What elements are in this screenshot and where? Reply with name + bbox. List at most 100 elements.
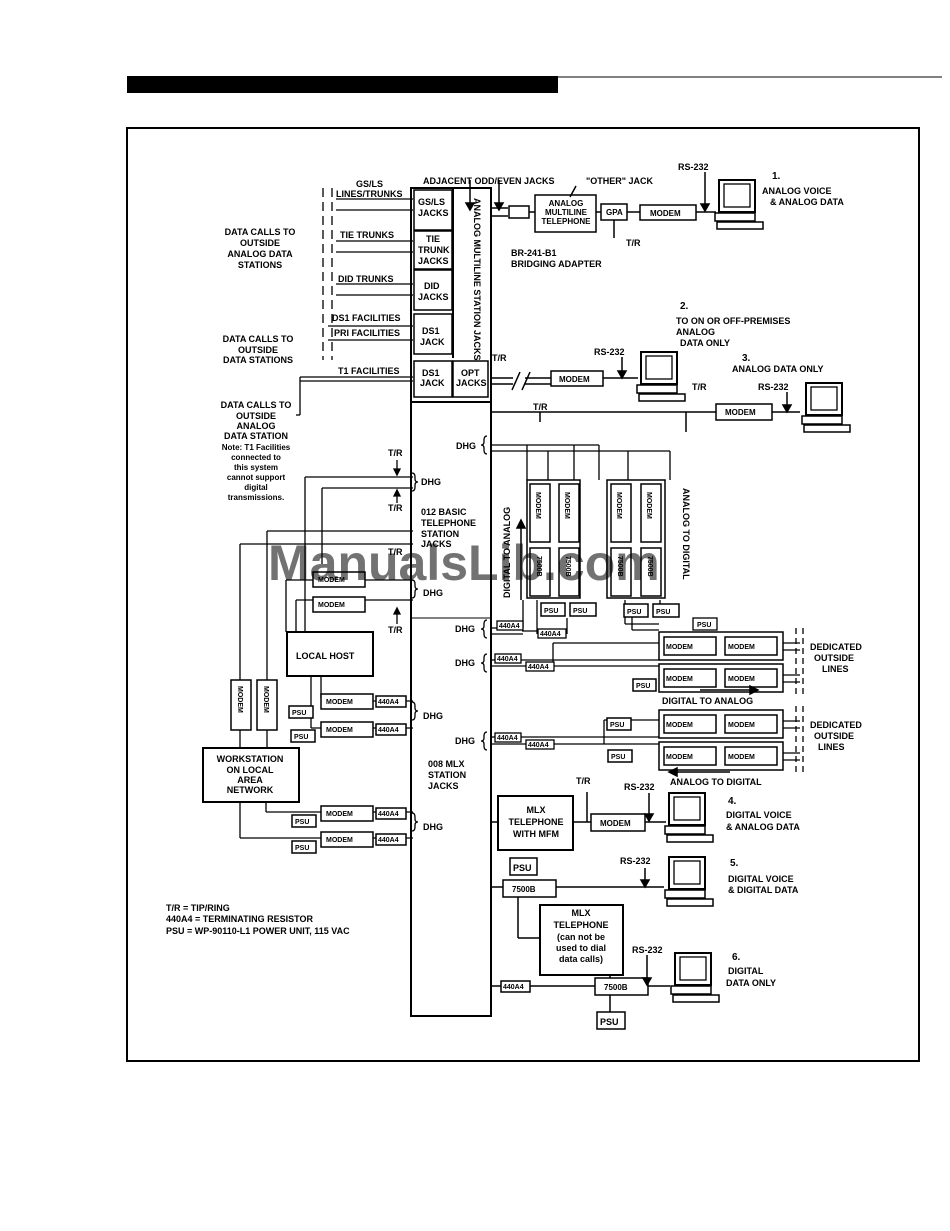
dedicated-modem-pairs <box>606 631 784 771</box>
tr-label-3: T/R <box>692 382 707 392</box>
lan-modem-scribble-6: MODEM <box>326 837 353 844</box>
arrows-top <box>464 172 793 414</box>
digital-to-analog-vertical: DIGITAL TO ANALOG <box>502 507 512 598</box>
modem-scribble-8: MODEM <box>728 754 755 761</box>
psu-pool-3: PSU <box>627 609 641 616</box>
tr-label-1: T/R <box>626 238 641 248</box>
mlx-connections <box>491 792 670 1030</box>
modem-label-2: MODEM <box>559 375 590 384</box>
lan-modem-scribble-1: MODEM <box>318 577 345 584</box>
analog-voice-data-connections <box>491 185 800 432</box>
dhg-6: DHG <box>423 588 443 598</box>
r440a4-5: 440A4 <box>497 735 518 742</box>
pc-5 <box>664 856 714 907</box>
t1-facilities-label: T1 FACILITIES <box>338 366 400 376</box>
tr-label-7: T/R <box>388 547 403 557</box>
psu-pool-4: PSU <box>656 609 670 616</box>
header-bar <box>127 76 558 93</box>
digital-to-analog-label: DIGITAL TO ANALOG <box>662 696 753 706</box>
dhg-3: DHG <box>455 658 475 668</box>
lan-r440a4-1: 440A4 <box>378 699 399 706</box>
case-6-number: 6. <box>732 952 741 963</box>
lan-psu-4: PSU <box>295 845 309 852</box>
7500b-vert-1: 7500B <box>535 556 542 577</box>
lan-psu-3: PSU <box>295 819 309 826</box>
dhg-4: DHG <box>455 736 475 746</box>
case-5-number: 5. <box>730 858 739 869</box>
psu-ded-3: PSU <box>611 754 625 761</box>
rs232-label-1: RS-232 <box>678 162 709 172</box>
modem-scribble-5: MODEM <box>666 722 693 729</box>
watermark: ManualsLib.com <box>268 535 660 591</box>
modem-pool-a2d <box>606 479 680 618</box>
modem-scribble-4: MODEM <box>728 676 755 683</box>
modem-pool-d2a <box>526 479 597 617</box>
gpa-label: GPA <box>606 208 623 217</box>
r440a4-3: 440A4 <box>497 656 518 663</box>
modem-vert-2: MODEM <box>563 492 570 519</box>
ds1-facilities-label: DS1 FACILITIES <box>332 313 401 323</box>
modem-scribble-1: MODEM <box>666 644 693 651</box>
psu-mlx-2: PSU <box>600 1017 619 1027</box>
modem-scribble-3: MODEM <box>666 676 693 683</box>
lan-modem-scribble-4: MODEM <box>326 727 353 734</box>
lan-modem-scribble-3: MODEM <box>326 699 353 706</box>
lan-boxes <box>202 571 407 854</box>
7500b-2: 7500B <box>604 983 628 992</box>
pc-6 <box>670 952 720 1003</box>
tr-label-6: T/R <box>388 503 403 513</box>
switch-cabinet <box>410 187 492 1017</box>
tr-label-9: T/R <box>576 776 591 786</box>
modem-label-3: MODEM <box>725 408 756 417</box>
7500b-vert-4: 7500B <box>646 556 653 577</box>
7500b-1: 7500B <box>512 885 536 894</box>
lan-r440a4-4: 440A4 <box>378 837 399 844</box>
adjacent-jacks-label: ADJACENT ODD/EVEN JACKS <box>423 176 555 186</box>
rs232-label-5: RS-232 <box>620 856 651 866</box>
pc-1 <box>714 179 764 230</box>
lan-modem-vert-2: MODEM <box>262 686 269 713</box>
pc-3 <box>801 382 851 433</box>
lan-r440a4-2: 440A4 <box>378 727 399 734</box>
dhg-7: DHG <box>423 711 443 721</box>
tr-label-2: T/R <box>492 353 507 363</box>
tr-label-4: T/R <box>533 402 548 412</box>
case-3-number: 3. <box>742 353 751 364</box>
dhg-5: DHG <box>421 477 441 487</box>
mlx-arrows <box>639 793 655 987</box>
resistors-pool <box>494 617 718 750</box>
did-trunks-label: DID TRUNKS <box>338 274 394 284</box>
figure-frame <box>126 127 920 1062</box>
psu-mlx-1: PSU <box>513 863 532 873</box>
lan-psu-1: PSU <box>292 710 306 717</box>
dhg-2: DHG <box>455 624 475 634</box>
pool-arrows <box>515 518 527 600</box>
r440a4-2: 440A4 <box>540 631 561 638</box>
dhg-1: DHG <box>456 441 476 451</box>
case-4-label: DIGITAL VOICE& ANALOG DATA <box>726 810 800 832</box>
r440a4-4: 440A4 <box>528 664 549 671</box>
analog-multiline-station-jacks-label: ANALOG MULTILINE STATION JACKS <box>472 198 482 361</box>
case-4-number: 4. <box>728 796 737 807</box>
lan-psu-2: PSU <box>294 734 308 741</box>
modem-vert-3: MODEM <box>615 492 622 519</box>
dhg-8: DHG <box>423 822 443 832</box>
tr-label-8: T/R <box>388 625 403 635</box>
lan-r440a4-3: 440A4 <box>378 811 399 818</box>
7500b-vert-2: 7500B <box>564 556 571 577</box>
rs232-label-6: RS-232 <box>632 945 663 955</box>
r440a4-1: 440A4 <box>499 623 520 630</box>
